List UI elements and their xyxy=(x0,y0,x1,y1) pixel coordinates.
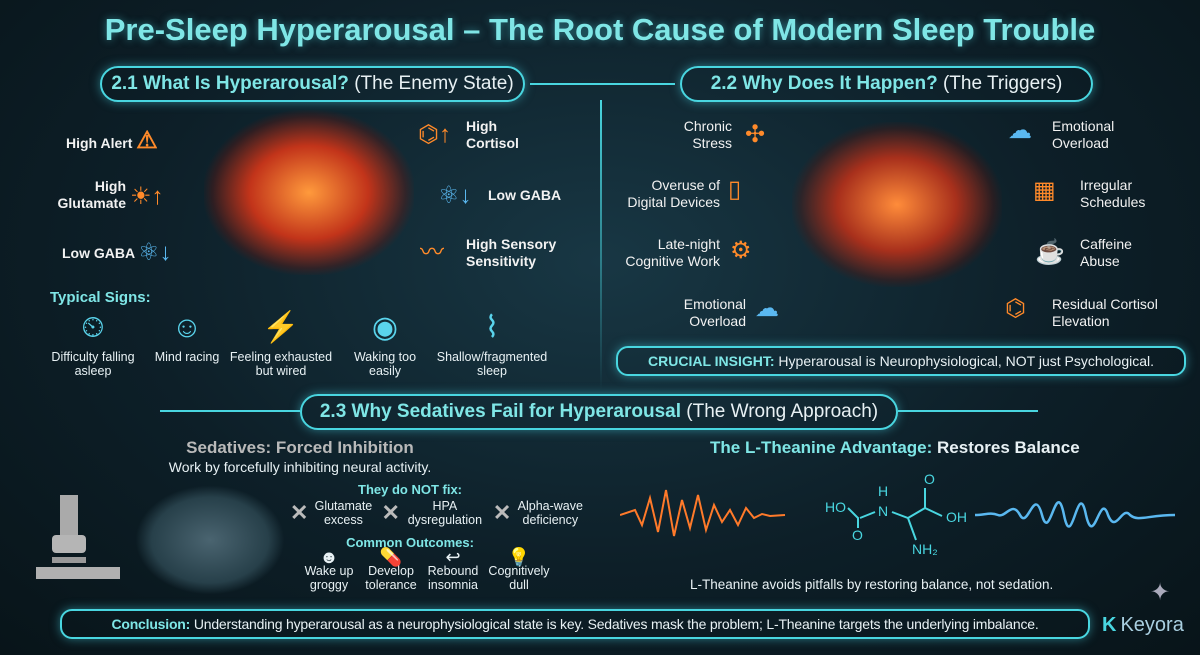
svg-text:O: O xyxy=(924,471,935,487)
x-icon: ✕ xyxy=(381,500,400,525)
label-low-gaba-right: Low GABA xyxy=(488,187,562,203)
svg-text:H: H xyxy=(878,483,888,499)
svg-text:HO: HO xyxy=(825,499,846,515)
trigger-digital-devices: Overuse of Digital Devices xyxy=(627,177,720,210)
label-high-glutamate: High Glutamate xyxy=(57,178,126,211)
trigger-irregular-schedules: Irregular Schedules xyxy=(1080,177,1146,210)
trigger-emotional-overload-left: Emotional Overload xyxy=(683,296,746,329)
section-2-2-header: 2.2 Why Does It Happen? (The Triggers) xyxy=(680,66,1093,102)
sign-waking-too-easily: ◉Waking too easily xyxy=(340,310,430,378)
head-storm-icon: ☁ xyxy=(1008,117,1032,144)
outcome-item: 💊Develop tolerance xyxy=(360,547,422,592)
section-2-1-header: 2.1 What Is Hyperarousal? (The Enemy Sta… xyxy=(100,66,525,102)
molecule-icon: ⌬ xyxy=(1005,295,1026,322)
svg-text:N: N xyxy=(878,503,888,519)
eye-icon: ◉ xyxy=(371,311,399,344)
calendar-clock-icon: ▦ xyxy=(1033,177,1056,204)
chaotic-wave xyxy=(620,489,786,537)
typical-signs-list: ⏲Difficulty falling asleep ☺Mind racing … xyxy=(34,310,554,378)
divider-line xyxy=(160,410,300,412)
conclusion-box: Conclusion: Understanding hyperarousal a… xyxy=(60,609,1090,639)
not-fix-item: Glutamate excess xyxy=(314,499,373,527)
press-hammer-icon xyxy=(30,485,130,595)
sign-difficulty-falling-asleep: ⏲Difficulty falling asleep xyxy=(34,310,152,378)
label-high-alert: High Alert ⚠ xyxy=(66,127,158,154)
sedatives-subtitle: Work by forcefully inhibiting neural act… xyxy=(168,459,432,475)
divider-line xyxy=(898,410,1038,412)
not-fix-item: Alpha-wave deficiency xyxy=(517,499,583,527)
pill-icon: 💊 xyxy=(379,547,403,567)
not-fix-item: HPA dysregulation xyxy=(407,499,483,527)
theanine-molecule: HO H N O O OH NH₂ xyxy=(825,471,967,557)
trigger-late-night-work: Late-night Cognitive Work xyxy=(625,236,720,269)
trigger-residual-cortisol: Residual Cortisol Elevation xyxy=(1052,296,1158,329)
svg-text:O: O xyxy=(852,527,863,543)
l-theanine-title: The L-Theanine Advantage: Restores Balan… xyxy=(710,438,1080,457)
sign-shallow-sleep: ⌇Shallow/fragmented sleep xyxy=(430,310,554,378)
not-fix-list: ✕Glutamate excess ✕HPA dysregulation ✕Al… xyxy=(290,499,586,527)
triggered-brain-image xyxy=(792,122,1002,287)
coffee-icon: ☕ xyxy=(1035,239,1065,266)
l-theanine-graphic: HO H N O O OH NH₂ xyxy=(620,471,1176,557)
label-high-cortisol: High Cortisol xyxy=(466,118,519,151)
vertical-divider xyxy=(600,100,602,390)
sun-up-arrow-icon: ☀↑ xyxy=(130,183,164,210)
common-outcomes-heading: Common Outcomes: xyxy=(346,535,474,550)
molecule-down-arrow-icon: ⚛↓ xyxy=(138,239,172,266)
battery-lightning-icon: ⚡ xyxy=(262,311,300,344)
outcomes-list: ☻Wake up groggy 💊Develop tolerance ↩Rebo… xyxy=(298,547,554,592)
label-low-gaba-left: Low GABA xyxy=(62,245,136,261)
label-high-sensory-sensitivity: High Sensory Sensitivity xyxy=(466,236,557,269)
sedated-brain-image xyxy=(135,485,285,595)
l-theanine-caption: L-Theanine avoids pitfalls by restoring … xyxy=(690,577,1054,592)
sedatives-title: Sedatives: Forced Inhibition xyxy=(186,438,414,457)
trigger-caffeine-abuse: Caffeine Abuse xyxy=(1080,236,1132,269)
keyora-k-icon: K xyxy=(1102,614,1117,636)
lamp-gear-icon: ⚙ xyxy=(730,237,752,264)
warning-icon: ⚠ xyxy=(136,127,158,154)
knot-icon: ✣ xyxy=(745,121,766,148)
outcome-item: 💡Cognitively dull xyxy=(484,547,554,592)
head-storm-icon: ☁ xyxy=(755,295,779,322)
balanced-wave xyxy=(974,501,1176,528)
molecule-down-arrow-icon: ⚛↓ xyxy=(438,182,472,209)
section-2-3-header: 2.3 Why Sedatives Fail for Hyperarousal … xyxy=(300,394,898,430)
x-icon: ✕ xyxy=(290,500,309,525)
dim-bulb-icon: 💡 xyxy=(507,547,531,567)
outcome-item: ☻Wake up groggy xyxy=(298,547,360,592)
head-brain-icon: ☺ xyxy=(171,311,203,344)
trigger-chronic-stress: Chronic Stress xyxy=(683,118,732,151)
connector-arrow xyxy=(530,83,675,85)
molecule-up-arrow-icon: ⌬↑ xyxy=(418,121,451,148)
page-title: Pre-Sleep Hyperarousal – The Root Cause … xyxy=(104,12,1096,47)
boomerang-icon: ↩ xyxy=(445,547,461,567)
trigger-emotional-overload-right: Emotional Overload xyxy=(1052,118,1115,151)
waveform-icon: 〰 xyxy=(420,239,444,266)
svg-text:OH: OH xyxy=(946,509,967,525)
crucial-insight-box: CRUCIAL INSIGHT: Hyperarousal is Neuroph… xyxy=(616,346,1186,376)
sparkle-icon: ✦ xyxy=(1150,579,1171,606)
clock-x-icon: ⏲ xyxy=(81,311,105,344)
x-icon: ✕ xyxy=(492,500,512,525)
svg-text:NH₂: NH₂ xyxy=(912,541,938,557)
hyperaroused-brain-image xyxy=(204,110,414,275)
phone-icon: ▯ xyxy=(728,176,742,203)
typical-signs-heading: Typical Signs: xyxy=(50,289,151,306)
sign-exhausted-but-wired: ⚡Feeling exhausted but wired xyxy=(222,310,340,378)
sign-mind-racing: ☺Mind racing xyxy=(152,310,222,378)
groggy-head-icon: ☻ xyxy=(319,547,339,567)
pulse-icon: ⌇ xyxy=(484,311,500,344)
outcome-item: ↩Rebound insomnia xyxy=(422,547,484,592)
not-fix-heading: They do NOT fix: xyxy=(358,482,462,497)
